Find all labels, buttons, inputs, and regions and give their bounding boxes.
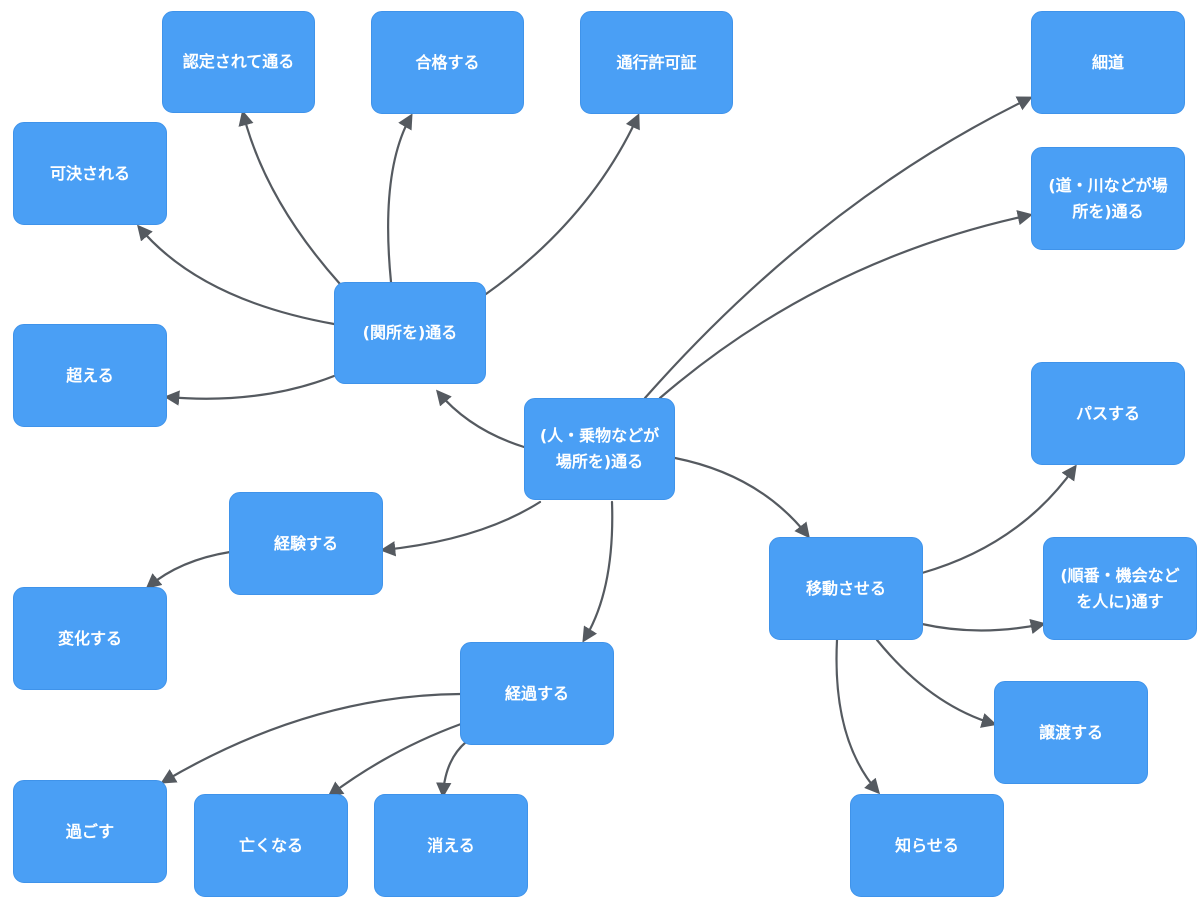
edge-sekisho-to-nintei	[238, 110, 342, 286]
node-center[interactable]: (人・乗物などが 場所を)通る	[524, 398, 675, 500]
node-label: 超える	[66, 365, 114, 385]
edge-keika-to-sugosu	[160, 692, 463, 784]
node-nakunaru[interactable]: 亡くなる	[194, 794, 348, 897]
edge-idou-to-shiraseru	[835, 638, 881, 795]
node-pasu[interactable]: パスする	[1031, 362, 1185, 465]
edge-center-to-idou	[673, 456, 810, 539]
node-label: 細道	[1091, 52, 1124, 72]
edge-keika-to-nakunaru	[327, 722, 463, 797]
node-sekisho[interactable]: (関所を)通る	[334, 282, 486, 384]
node-label: 消える	[427, 835, 475, 855]
node-keika[interactable]: 経過する	[460, 642, 614, 745]
edge-center-to-keiken	[379, 500, 542, 557]
node-hosomichi[interactable]: 細道	[1031, 11, 1185, 114]
edge-sekisho-to-kaketsu	[137, 224, 336, 326]
node-koeru[interactable]: 超える	[13, 324, 167, 427]
node-shiraseru[interactable]: 知らせる	[850, 794, 1004, 897]
node-label: 変化する	[57, 628, 122, 648]
node-jouto[interactable]: 譲渡する	[994, 681, 1148, 784]
node-label: 過ごす	[65, 821, 115, 841]
node-label: (道・川などが場 所を)通る	[1048, 175, 1168, 221]
node-label: 移動させる	[805, 578, 886, 598]
node-kaketsu[interactable]: 可決される	[13, 122, 167, 225]
edge-center-to-michi-kawa	[658, 210, 1034, 400]
node-junban[interactable]: (順番・機会など を人に)通す	[1043, 537, 1197, 640]
node-henka[interactable]: 変化する	[13, 587, 167, 690]
node-label: 知らせる	[895, 835, 959, 855]
node-label: 合格する	[415, 52, 480, 72]
node-nintei[interactable]: 認定されて通る	[162, 11, 315, 113]
node-label: パスする	[1075, 403, 1140, 423]
node-label: 認定されて通る	[182, 52, 295, 72]
edge-sekisho-to-goukaku	[387, 113, 413, 284]
node-label: (順番・機会など を人に)通す	[1060, 565, 1180, 611]
edge-center-to-sekisho	[436, 389, 526, 449]
edge-keika-to-kieru	[436, 740, 468, 799]
node-label: (関所を)通る	[362, 323, 458, 343]
edge-center-to-keika	[582, 500, 614, 643]
edge-sekisho-to-tsukou	[484, 113, 640, 296]
node-sugosu[interactable]: 過ごす	[13, 780, 167, 883]
edge-sekisho-to-koeru	[163, 374, 336, 406]
node-label: 譲渡する	[1038, 722, 1103, 742]
node-label: 亡くなる	[238, 835, 303, 855]
node-label: 可決される	[49, 163, 130, 183]
edge-idou-to-pasu	[920, 464, 1077, 575]
node-label: 経験する	[273, 533, 338, 553]
node-label: 経過する	[504, 683, 569, 703]
node-kieru[interactable]: 消える	[374, 794, 528, 897]
node-idou[interactable]: 移動させる	[769, 537, 923, 640]
edge-idou-to-jouto	[875, 638, 997, 728]
edge-center-to-hosomichi	[643, 96, 1033, 400]
node-michi-kawa[interactable]: (道・川などが場 所を)通る	[1031, 147, 1185, 250]
node-label: (人・乗物などが 場所を)通る	[539, 426, 660, 471]
node-tsukou[interactable]: 通行許可証	[580, 11, 733, 114]
node-keiken[interactable]: 経験する	[229, 492, 383, 595]
edge-idou-to-junban	[920, 618, 1047, 635]
node-label: 通行許可証	[616, 52, 697, 72]
edge-keiken-to-henka	[145, 550, 232, 589]
node-goukaku[interactable]: 合格する	[371, 11, 524, 114]
